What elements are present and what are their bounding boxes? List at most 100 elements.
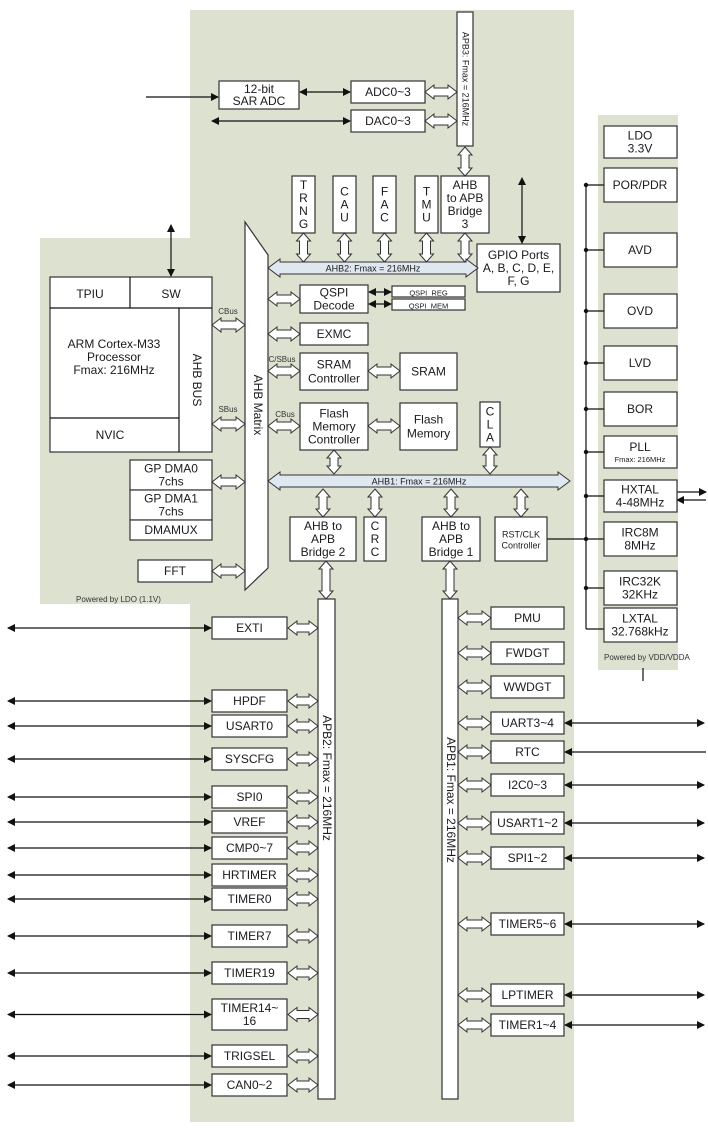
ahb-matrix [244, 220, 269, 592]
apb2-hrtimer-block-arrow [287, 866, 319, 884]
apb2-timer7-block-arrow [287, 927, 319, 945]
apb3-bus-label: APB3: Fmax = 216MHz [461, 32, 471, 127]
flash-arrow [367, 417, 401, 435]
apb1-fwdgt-block-arrow [457, 644, 492, 662]
crc-block-label: C [371, 545, 380, 559]
apb1-timer56-block-arrow [457, 915, 492, 933]
ahb-bus-label: AHB BUS [190, 354, 204, 407]
apb1-i2c03-block: I2C0~3 [490, 773, 565, 797]
tmu-block-label: T [423, 185, 431, 199]
ahb-apb-bridge1-label: AHB to [432, 519, 470, 533]
crc-block-label: R [371, 532, 380, 546]
flash-matrix-arrow [267, 417, 301, 435]
fac-block-label: C [380, 211, 389, 225]
adc-block: ADC0~3 [350, 80, 426, 104]
apb2-timer19-block-frame [211, 961, 288, 985]
lxtal-label: 32.768kHz [611, 625, 668, 639]
apb2-vref-block-frame [211, 810, 288, 834]
apb1-usart12-block-label: USART1~2 [497, 816, 558, 830]
gpio-ports-block-label: F, G [507, 274, 529, 288]
sram-block-label: SRAM [411, 365, 446, 379]
apb2-can02-block: CAN0~2 [211, 1073, 288, 1097]
ldo-frame [603, 125, 678, 159]
apb1-spi12-block-label: SPI1~2 [508, 851, 548, 865]
cpu-core-label: ARM Cortex-M33 [68, 337, 161, 351]
apb2-hpdf-block: HPDF [211, 689, 288, 713]
lvd-block: LVD [603, 345, 678, 381]
trng-block-label: R [299, 191, 308, 205]
lxtal-frame [603, 607, 678, 643]
fft-matrix-arrow [211, 562, 246, 580]
irc8m-label: 8MHz [624, 539, 655, 553]
apb2-hrtimer-block-label: HRTIMER [222, 868, 277, 882]
apb2-syscfg-block-arrow [287, 750, 319, 768]
apb2-timer14-block-arrow [287, 1006, 319, 1023]
apb2-exti-block-frame [211, 616, 288, 640]
cla-block-label: A [486, 431, 494, 445]
gp-dma1-block-label: 7chs [158, 505, 183, 519]
avd-block: AVD [603, 232, 678, 268]
apb1-fwdgt-block-label: FWDGT [506, 646, 551, 660]
adc-apb3-arrow [424, 83, 458, 101]
bridge3-apb3-arrow [456, 146, 474, 177]
apb2-timer7-block: TIMER7 [211, 924, 288, 948]
apb2-timer19-block-label: TIMER19 [224, 966, 275, 980]
cau-block-label: C [340, 185, 349, 199]
ahb-apb-bridge2-label: APB [311, 532, 335, 546]
apb2-vref-block: VREF [211, 810, 288, 834]
junction-dot [583, 406, 589, 412]
apb2-can02-block-frame [211, 1073, 288, 1097]
fac-block: FAC [372, 175, 397, 234]
junction-dot [583, 308, 589, 314]
apb1-uart34-block: UART3~4 [490, 711, 565, 735]
dmamux-block-frame [129, 519, 213, 541]
sram-block-frame [399, 352, 458, 391]
flash-controller-block-label: Flash [319, 407, 348, 421]
ahb-apb-bridge3-label: 3 [462, 217, 469, 231]
apb2-timer0-block: TIMER0 [211, 887, 288, 911]
apb2-spi0-block-arrow [287, 788, 319, 806]
tmu-block-label: U [422, 211, 431, 225]
core-domain-label: Powered by LDO (1.1V) [76, 595, 161, 604]
apb2-spi0-block-label: SPI0 [236, 790, 262, 804]
apb2-timer7-block-label: TIMER7 [227, 929, 271, 943]
apb2-timer19-block-arrow [287, 964, 319, 982]
fac-block-label: F [381, 185, 388, 199]
junction-dot [583, 493, 589, 499]
apb1-spi12-block: SPI1~2 [490, 846, 565, 870]
trng-block-label: N [299, 204, 308, 218]
hxtal-frame [603, 479, 678, 513]
lvd-frame [603, 345, 678, 381]
dac-block: DAC0~3 [350, 109, 426, 133]
apb1-timer14-block: TIMER1~4 [490, 1013, 565, 1037]
fac-block-label: A [380, 198, 388, 212]
apb1-wwdgt-block-arrow [457, 678, 492, 696]
qspi-mem-block: QSPI_MEM [391, 298, 466, 311]
apb1-usart12-block: USART1~2 [490, 811, 565, 835]
apb1-i2c03-block-arrow [457, 776, 492, 794]
apb2-syscfg-block: SYSCFG [211, 747, 288, 771]
trng-block-label: G [299, 217, 308, 231]
gpio-ports-block-frame [476, 243, 561, 293]
apb2-hpdf-block-label: HPDF [233, 694, 266, 708]
rst-clk-controller-label: Controller [501, 541, 540, 551]
cpu-frame [49, 276, 213, 453]
rst-clk-controller-frame [494, 516, 548, 562]
flash-memory-block-label: Flash [414, 413, 443, 427]
apb3-bus [456, 11, 474, 147]
sram-controller-block-frame [299, 352, 369, 391]
apb1-wwdgt-block: WWDGT [490, 675, 565, 699]
apb2-timer0-block-label: TIMER0 [227, 892, 271, 906]
